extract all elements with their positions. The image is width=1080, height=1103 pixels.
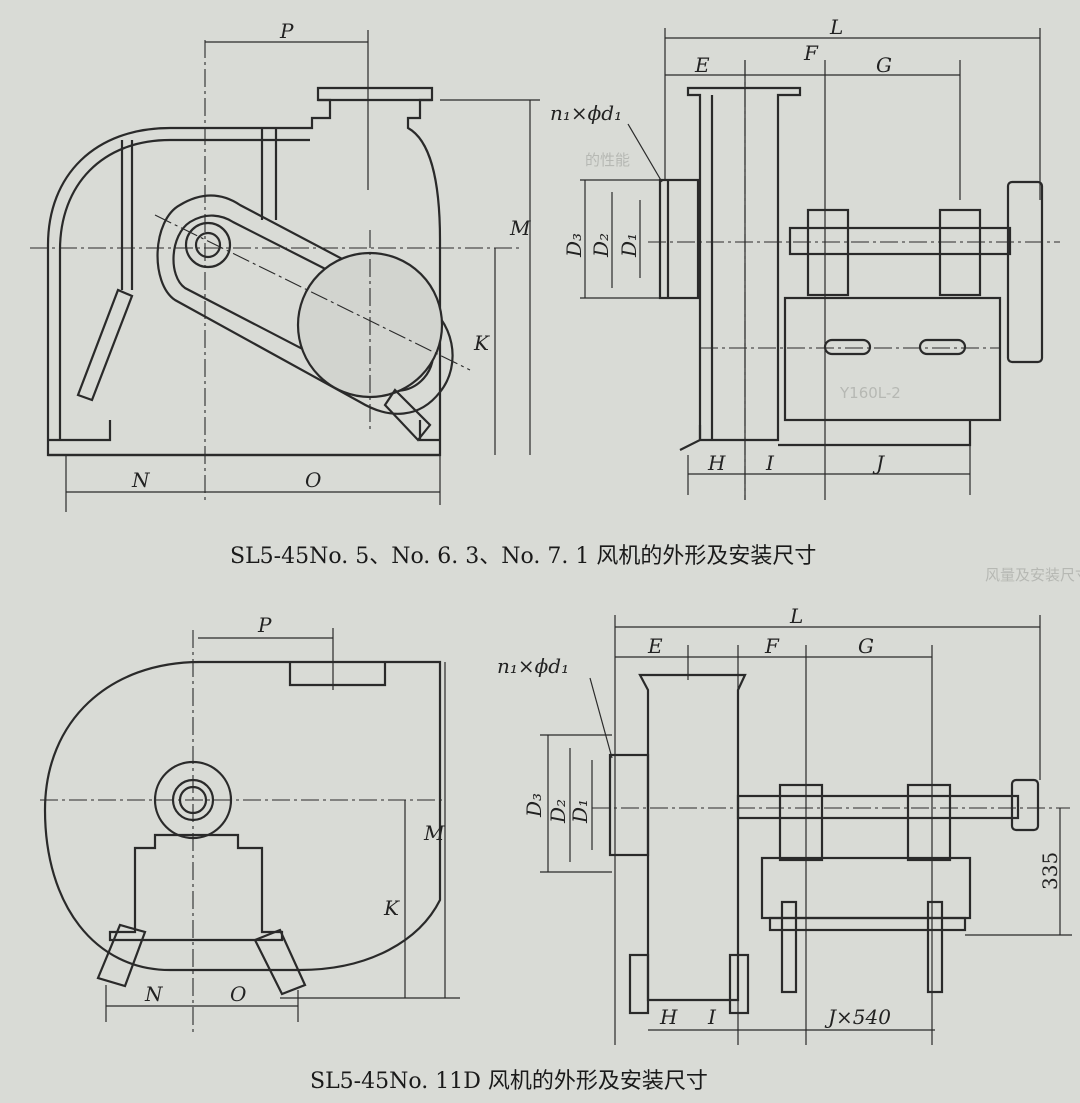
label-H: H	[707, 451, 726, 475]
label-D3: D₃	[522, 793, 546, 818]
label-J: J	[872, 451, 885, 475]
shaft	[736, 794, 1020, 820]
housing-front	[638, 673, 747, 1002]
foot-left	[628, 953, 650, 1015]
base-plate	[768, 916, 967, 932]
belt-guard	[156, 194, 454, 415]
label-n1d1: n₁×ϕd₁	[550, 101, 622, 125]
pulley	[1010, 778, 1040, 832]
label-D1: D₁	[568, 799, 592, 824]
bearing-1	[778, 783, 824, 862]
fan-shaft-icon	[194, 231, 222, 259]
bottom-side-view: P M K N O	[40, 613, 460, 1035]
motor-pedestal	[108, 833, 284, 942]
anchor-bolt	[926, 900, 944, 994]
top-side-view: P M K N O	[30, 19, 540, 512]
bg-text-1: 的性能	[585, 151, 630, 169]
bg-text-2: Y160L-2	[839, 384, 901, 402]
top-front-view: L E F G D₃ D₂ D₁ n₁×ϕd₁	[550, 15, 1060, 500]
bearing-base	[760, 856, 972, 920]
label-I: I	[707, 1005, 717, 1029]
bottom-outlet	[288, 662, 387, 687]
label-O: O	[305, 468, 321, 492]
bottom-volute-outline	[43, 660, 442, 972]
leader-line	[589, 677, 613, 759]
centerline	[154, 214, 471, 371]
support-leg	[76, 288, 134, 402]
fan-pulley	[184, 221, 232, 269]
anchor-bolt	[780, 900, 798, 994]
label-D1: D₁	[617, 233, 641, 258]
shaft	[788, 226, 1012, 256]
label-G: G	[876, 53, 892, 77]
inlet-flange	[658, 178, 700, 300]
label-E: E	[647, 634, 663, 658]
label-E: E	[694, 53, 710, 77]
base-plate	[778, 420, 972, 447]
label-N: N	[144, 982, 164, 1006]
label-K: K	[383, 896, 400, 920]
bg-text-3: 风量及安装尺寸	[985, 566, 1080, 584]
label-M: M	[423, 821, 445, 845]
label-D3: D₃	[562, 233, 586, 258]
motor-foot	[383, 388, 432, 442]
pulley	[1006, 180, 1044, 364]
label-L: L	[789, 604, 803, 628]
foot-left	[96, 923, 147, 988]
label-P: P	[279, 19, 294, 43]
inlet-flange	[608, 753, 650, 857]
housing-foot	[679, 425, 702, 451]
label-n1d1: n₁×ϕd₁	[497, 654, 569, 678]
label-N: N	[131, 468, 151, 492]
top-housing-inner	[58, 138, 310, 440]
label-D2: D₂	[589, 233, 613, 258]
top-base	[48, 420, 440, 457]
belt-guard-inner	[172, 214, 435, 392]
foot-right	[253, 928, 307, 996]
background-bleed-text: 的性能 Y160L-2 风量及安装尺寸	[585, 151, 1080, 584]
label-F: F	[764, 634, 780, 658]
bottom-caption: SL5-45No. 11D 风机的外形及安装尺寸	[310, 1069, 708, 1094]
label-M: M	[509, 216, 531, 240]
bearing-1	[806, 208, 850, 297]
label-P: P	[257, 613, 272, 637]
label-H: H	[659, 1005, 678, 1029]
label-J540: J×540	[824, 1005, 891, 1029]
label-L: L	[829, 15, 843, 39]
label-335: 335	[1038, 852, 1062, 890]
label-F: F	[803, 41, 819, 65]
bearing-2	[906, 783, 952, 862]
bearing-base	[783, 296, 1002, 422]
top-caption: SL5-45No. 5、No. 6. 3、No. 7. 1 风机的外形及安装尺寸	[230, 544, 816, 569]
housing-front	[686, 86, 802, 442]
label-D2: D₂	[546, 799, 570, 824]
bottom-front-view: L E F G D₃ D₂ D₁ n₁×ϕd₁	[497, 604, 1072, 1045]
slot-1	[823, 338, 872, 356]
slot-2	[918, 338, 967, 356]
label-O: O	[230, 982, 246, 1006]
bearing-2	[938, 208, 982, 297]
label-K: K	[473, 331, 490, 355]
leader-line	[627, 123, 663, 183]
label-G: G	[858, 634, 874, 658]
label-I: I	[765, 451, 775, 475]
foot-right	[728, 953, 750, 1015]
